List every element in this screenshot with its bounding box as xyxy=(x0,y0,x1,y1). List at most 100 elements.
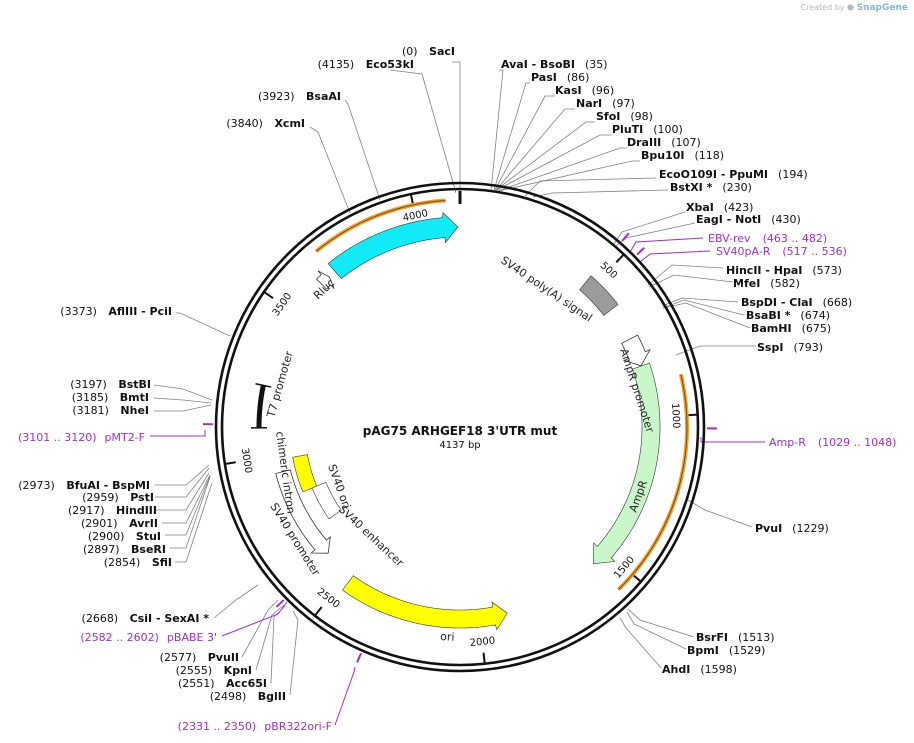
ampr-arrow xyxy=(592,362,661,565)
site-pos: (3181) xyxy=(72,404,109,417)
tick-mark xyxy=(224,461,236,465)
svg-text:BamHI(675): BamHI(675) xyxy=(751,322,831,335)
site-pos: (35) xyxy=(585,58,608,71)
svg-text:(2897) BseRI: (2897) BseRI xyxy=(83,543,166,556)
sv40-ori-box xyxy=(292,454,318,493)
svg-text:Amp-R(1029 .. 1048): Amp-R(1029 .. 1048) xyxy=(769,436,896,449)
site-name: CsiI - SexAI * xyxy=(130,612,210,625)
site-name: PvuI xyxy=(755,522,782,535)
feature-label-t7-promoter: T7 promoter xyxy=(264,349,296,420)
svg-text:(2917) HindIII: (2917) HindIII xyxy=(68,504,157,517)
site-pos: (2973) xyxy=(18,479,55,492)
site-name: BglII xyxy=(258,690,286,703)
site-name: EagI - NotI xyxy=(696,213,761,226)
site-name: HincII - HpaI xyxy=(726,264,802,277)
svg-text:XbaI(423): XbaI(423) xyxy=(686,201,753,214)
svg-text:PasI(86): PasI(86) xyxy=(531,71,589,84)
site-name: BsrFI xyxy=(696,631,728,644)
site-name: PstI xyxy=(130,491,154,504)
site-pos: (97) xyxy=(612,97,635,110)
tick-label: 2000 xyxy=(469,636,495,650)
site-name: BstXI * xyxy=(670,181,713,194)
site-name: AvaI - BsoBI xyxy=(501,58,575,71)
svg-text:(2582 .. 2602)pBABE 3': (2582 .. 2602)pBABE 3' xyxy=(80,631,217,644)
tick-label: 500 xyxy=(598,260,619,281)
tick-label: 2500 xyxy=(315,587,342,611)
tick-mark xyxy=(263,291,274,300)
site-name: Eco53kI xyxy=(366,58,414,71)
site-pos: (0) xyxy=(402,45,418,58)
svg-text:(2668) CsiI - SexAI *: (2668) CsiI - SexAI * xyxy=(82,612,210,625)
svg-text:(2959) PstI: (2959) PstI xyxy=(82,491,154,504)
primer-mark xyxy=(275,599,285,608)
site-pos: (1229) xyxy=(792,522,829,535)
primer-name: EBV-rev xyxy=(708,232,751,245)
svg-text:PvuI(1229): PvuI (1229) xyxy=(755,522,829,535)
rluc-arrow xyxy=(327,212,459,280)
site-pos: (2555) xyxy=(176,664,213,677)
svg-text:AhdI(1598): AhdI(1598) xyxy=(662,663,737,676)
site-pos: (98) xyxy=(630,110,653,123)
backbone-outer xyxy=(214,181,706,673)
svg-text:(3197) BstBI: (3197) BstBI xyxy=(70,378,151,391)
site-pos: (86) xyxy=(567,71,590,84)
site-pos: (3373) xyxy=(60,305,97,318)
primer-mark xyxy=(636,247,645,256)
svg-text:AvaI - BsoBI(35): AvaI - BsoBI (35) xyxy=(501,58,608,71)
site-pos: (118) xyxy=(695,149,725,162)
primer-name: pMT2-F xyxy=(105,431,146,444)
site-pos: (100) xyxy=(653,123,683,136)
svg-text:(3185) BmtI: (3185) BmtI xyxy=(72,391,149,404)
svg-text:(4135) Eco53kI: (4135) Eco53kI xyxy=(318,58,414,71)
site-name: BsaAI xyxy=(306,90,341,103)
site-name: PluTI xyxy=(612,123,643,136)
site-name: XcmI xyxy=(274,117,305,130)
site-pos: (582) xyxy=(770,277,800,290)
credit-brand: SnapGene xyxy=(856,3,908,13)
svg-text:DraIII(107): DraIII(107) xyxy=(627,136,701,149)
svg-text:KasI(96): KasI(96) xyxy=(555,84,614,97)
svg-text:BsrFI(1513): BsrFI(1513) xyxy=(696,631,775,644)
site-name: AhdI xyxy=(662,663,690,676)
primer-range: (517 .. 536) xyxy=(782,245,847,258)
feature-label-rluc: Rluc xyxy=(311,276,337,302)
leader-lines xyxy=(153,61,756,696)
rluc-orf-arc-core xyxy=(315,199,446,252)
site-name: BsaBI * xyxy=(746,309,791,322)
site-name: KpnI xyxy=(224,664,252,677)
site-pos: (668) xyxy=(823,296,853,309)
ampr-promoter-arrow xyxy=(621,334,651,367)
primer-mark-layer xyxy=(203,232,718,663)
primer-range: (2582 .. 2602) xyxy=(80,631,159,644)
site-name: Bpu10I xyxy=(641,149,685,162)
svg-text:MfeI(582): MfeI(582) xyxy=(733,277,800,290)
svg-text:(2498) BglII: (2498) BglII xyxy=(210,690,286,703)
site-name: AflIII - PciI xyxy=(108,305,172,318)
svg-text:EagI - NotI(430): EagI - NotI(430) xyxy=(696,213,801,226)
svg-text:BspDI - ClaI(668): BspDI - ClaI(668) xyxy=(741,296,852,309)
primer-name: Amp-R xyxy=(769,436,806,449)
t7-promoter-arrow xyxy=(316,270,335,290)
primer-range: (2331 .. 2350) xyxy=(178,720,257,733)
site-pos: (2854) xyxy=(104,556,141,569)
site-pos: (230) xyxy=(722,181,752,194)
chimeric-intron-bar xyxy=(256,384,266,429)
tick-mark xyxy=(482,652,486,664)
site-name: SfiI xyxy=(152,556,172,569)
site-name: PvuII xyxy=(208,651,239,664)
svg-text:(3101 .. 3120)pMT2-F: (3101 .. 3120) pMT2-F xyxy=(18,431,145,444)
tick-label: 3000 xyxy=(239,447,254,474)
tick-mark xyxy=(314,606,323,617)
site-pos: (2897) xyxy=(83,543,120,556)
site-name: DraIII xyxy=(627,136,661,149)
feature-label-sv40-enhancer: SV40 enhancer xyxy=(336,503,406,570)
sv40-enhancer-box xyxy=(311,481,342,520)
tick-label: 3500 xyxy=(271,291,294,318)
feature-label-ori: ori xyxy=(440,630,455,644)
site-name: Acc65I xyxy=(226,677,267,690)
primer-range: (3101 .. 3120) xyxy=(18,431,97,444)
snapgene-credit: Created by ⬣ SnapGene xyxy=(800,3,908,13)
feature-layer xyxy=(250,198,689,631)
svg-text:(2900) StuI: (2900) StuI xyxy=(88,530,161,543)
tick-mark xyxy=(615,253,625,264)
